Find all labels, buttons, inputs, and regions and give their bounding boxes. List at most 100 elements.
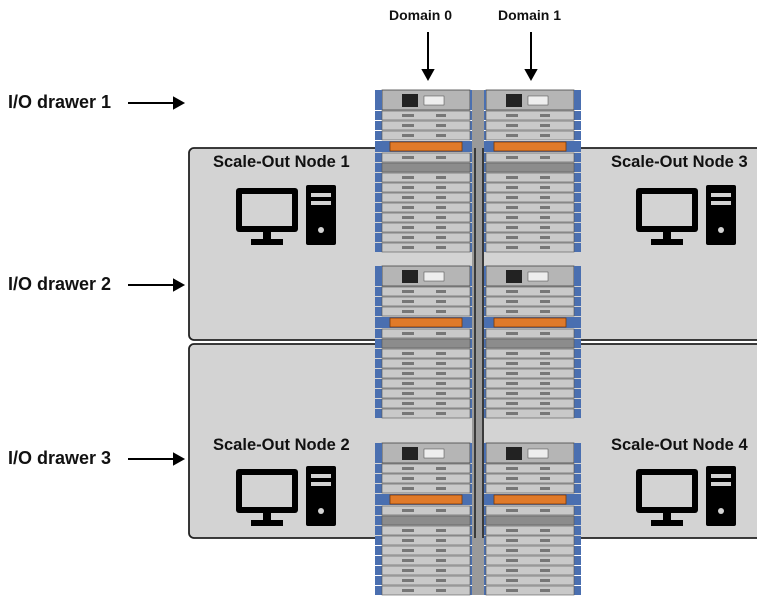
rack-slot <box>485 525 575 536</box>
rack-port <box>402 216 414 219</box>
rack-rail <box>574 536 581 545</box>
tower-case <box>306 466 336 526</box>
rack-slot <box>381 172 471 183</box>
rack-slot <box>381 473 471 484</box>
rack-port <box>436 477 446 480</box>
rack-port <box>402 529 414 532</box>
rack-slot <box>485 152 575 163</box>
rack-port <box>540 477 550 480</box>
monitor-screen <box>242 194 292 226</box>
rack-port <box>540 186 550 189</box>
rack-rail <box>375 297 382 306</box>
rack-fan <box>506 94 522 107</box>
rack-port <box>436 236 446 239</box>
rack-slot <box>485 565 575 576</box>
rack-port <box>402 569 414 572</box>
rack-rail <box>375 266 382 286</box>
rack-fan <box>506 270 522 283</box>
rack-port <box>506 477 518 480</box>
rack-port <box>402 539 414 542</box>
rack-rail <box>574 359 581 368</box>
rack-port <box>402 124 414 127</box>
rack-port <box>436 196 446 199</box>
rack-slot <box>381 463 471 474</box>
rack-rail <box>375 576 382 585</box>
rack-orange-bar <box>493 141 567 152</box>
rack-port <box>506 589 518 592</box>
rack-port <box>436 332 446 335</box>
rack-fan <box>402 447 418 460</box>
rack-drawer-3-domain-1 <box>479 442 581 596</box>
rack-rail <box>375 287 382 296</box>
rack-port <box>506 529 518 532</box>
rack-port <box>540 467 550 470</box>
monitor-stand <box>651 239 683 245</box>
rack-slot <box>381 555 471 566</box>
rack-port <box>402 412 414 415</box>
tower-bay <box>711 482 731 486</box>
rack-port <box>436 402 446 405</box>
rack-port <box>506 226 518 229</box>
rack-slot <box>381 232 471 243</box>
rack-port <box>402 310 414 313</box>
rack-rail <box>375 163 382 172</box>
rack-port <box>540 332 550 335</box>
rack-slot <box>485 555 575 566</box>
tower-bay <box>311 474 331 478</box>
rack-rail <box>375 474 382 483</box>
rack-slot <box>485 473 575 484</box>
rack-rail <box>375 443 382 463</box>
rack-port <box>436 352 446 355</box>
rack-slot <box>381 535 471 546</box>
domain-0-label: Domain 0 <box>389 7 453 23</box>
tower-case <box>306 185 336 245</box>
rack-rail <box>375 566 382 575</box>
rack-rail <box>375 121 382 130</box>
monitor-neck <box>663 232 671 239</box>
rack-slot <box>381 378 471 389</box>
rack-slot <box>381 152 471 163</box>
monitor-stand <box>651 520 683 526</box>
rack-rail <box>375 131 382 140</box>
rack-slot <box>381 408 471 419</box>
tower-bay <box>311 193 331 197</box>
rack-port <box>506 236 518 239</box>
rack-slot <box>381 212 471 223</box>
rack-slot <box>381 483 471 494</box>
computer-icons <box>236 185 736 526</box>
rack-port <box>436 412 446 415</box>
rack-port <box>540 487 550 490</box>
rack-port <box>436 579 446 582</box>
node-box-outlines <box>474 148 484 538</box>
rack-port <box>506 290 518 293</box>
rack-port <box>436 176 446 179</box>
rack-port <box>506 579 518 582</box>
rack-port <box>506 392 518 395</box>
rack-slot <box>485 242 575 253</box>
rack-port <box>506 216 518 219</box>
rack-slot <box>381 110 471 121</box>
rack-rail <box>375 516 382 525</box>
server-rack <box>375 89 581 596</box>
rack-orange-bar <box>389 141 463 152</box>
drawer-arrows <box>128 96 186 466</box>
rack-fan <box>402 94 418 107</box>
rack-slot <box>381 202 471 213</box>
rack-rail <box>375 526 382 535</box>
tower-case <box>706 466 736 526</box>
rack-slot <box>381 565 471 576</box>
rack-port <box>402 176 414 179</box>
rack-port <box>540 529 550 532</box>
rack-slot <box>485 348 575 359</box>
rack-port <box>506 332 518 335</box>
rack-port <box>540 216 550 219</box>
rack-port <box>540 246 550 249</box>
rack-slot <box>381 338 471 349</box>
rack-rail <box>574 484 581 493</box>
rack-slot <box>381 162 471 173</box>
rack-rail <box>375 203 382 212</box>
rack-slot <box>485 222 575 233</box>
rack-slot <box>381 192 471 203</box>
rack-slot <box>485 535 575 546</box>
